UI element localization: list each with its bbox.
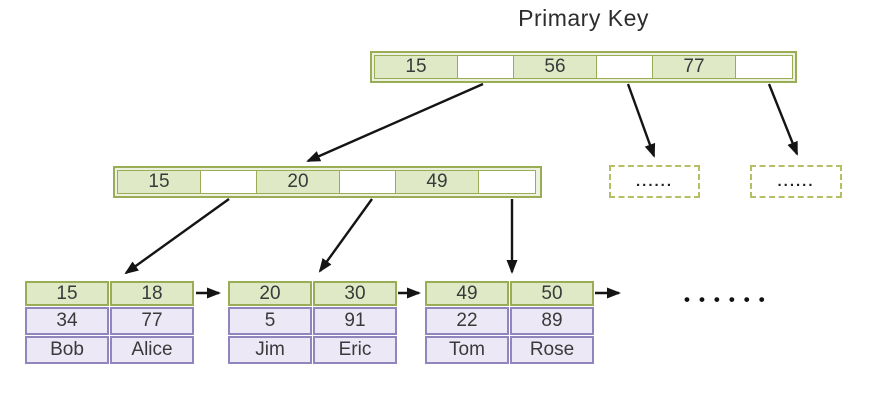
- arrow-root-to-overflow-1: [626, 83, 656, 158]
- internal-node: 15 20 49: [113, 166, 542, 198]
- leaf-key-cell: 15: [25, 281, 109, 306]
- leaf-data-row: Jim Eric: [228, 336, 397, 364]
- overflow-node: ......: [609, 165, 700, 198]
- leaf-data-cell: 77: [110, 307, 194, 335]
- leaf-key-cell: 50: [510, 281, 594, 306]
- arrow-root-to-internal: [306, 82, 484, 163]
- root-pointer-cell: [734, 55, 793, 79]
- arrow-internal-to-leaf-2: [318, 198, 373, 273]
- more-pages-ellipsis: ••••••: [684, 290, 774, 309]
- internal-key-cell: 15: [117, 170, 201, 194]
- leaf-data-cell: Eric: [313, 336, 397, 364]
- leaf-key-cell: 20: [228, 281, 312, 306]
- leaf-data-cell: 22: [425, 307, 509, 335]
- internal-pointer-cell: [477, 170, 536, 194]
- leaf-data-cell: Bob: [25, 336, 109, 364]
- leaf-data-row: Bob Alice: [25, 336, 194, 364]
- leaf-data-cell: 91: [313, 307, 397, 335]
- arrow-internal-to-leaf-1: [124, 198, 230, 275]
- leaf-data-row: 22 89: [425, 307, 594, 335]
- leaf-data-cell: Jim: [228, 336, 312, 364]
- root-key-cell: 77: [652, 55, 736, 79]
- root-key-cell: 56: [513, 55, 597, 79]
- internal-key-cell: 49: [395, 170, 479, 194]
- internal-pointer-cell: [199, 170, 258, 194]
- leaf-key-row: 15 18: [25, 281, 194, 306]
- leaf-key-row: 20 30: [228, 281, 397, 306]
- leaf-key-cell: 30: [313, 281, 397, 306]
- leaf-data-row: 5 91: [228, 307, 397, 335]
- leaf-page-2: 20 30 5 91 Jim Eric: [228, 281, 397, 364]
- overflow-node: ......: [750, 165, 842, 198]
- leaf-data-cell: Rose: [510, 336, 594, 364]
- leaf-data-row: 34 77: [25, 307, 194, 335]
- arrow-root-to-overflow-2: [767, 83, 799, 156]
- root-pointer-cell: [595, 55, 654, 79]
- leaf-data-cell: 5: [228, 307, 312, 335]
- leaf-data-cell: 89: [510, 307, 594, 335]
- leaf-data-cell: Alice: [110, 336, 194, 364]
- leaf-key-cell: 49: [425, 281, 509, 306]
- root-key-cell: 15: [374, 55, 458, 79]
- leaf-page-3: 49 50 22 89 Tom Rose: [425, 281, 594, 364]
- leaf-key-cell: 18: [110, 281, 194, 306]
- leaf-page-1: 15 18 34 77 Bob Alice: [25, 281, 194, 364]
- leaf-data-cell: Tom: [425, 336, 509, 364]
- root-pointer-cell: [456, 55, 515, 79]
- leaf-data-cell: 34: [25, 307, 109, 335]
- internal-key-cell: 20: [256, 170, 340, 194]
- root-node: 15 56 77: [370, 51, 797, 83]
- leaf-key-row: 49 50: [425, 281, 594, 306]
- leaf-data-row: Tom Rose: [425, 336, 594, 364]
- internal-pointer-cell: [338, 170, 397, 194]
- diagram-title: Primary Key: [518, 5, 649, 31]
